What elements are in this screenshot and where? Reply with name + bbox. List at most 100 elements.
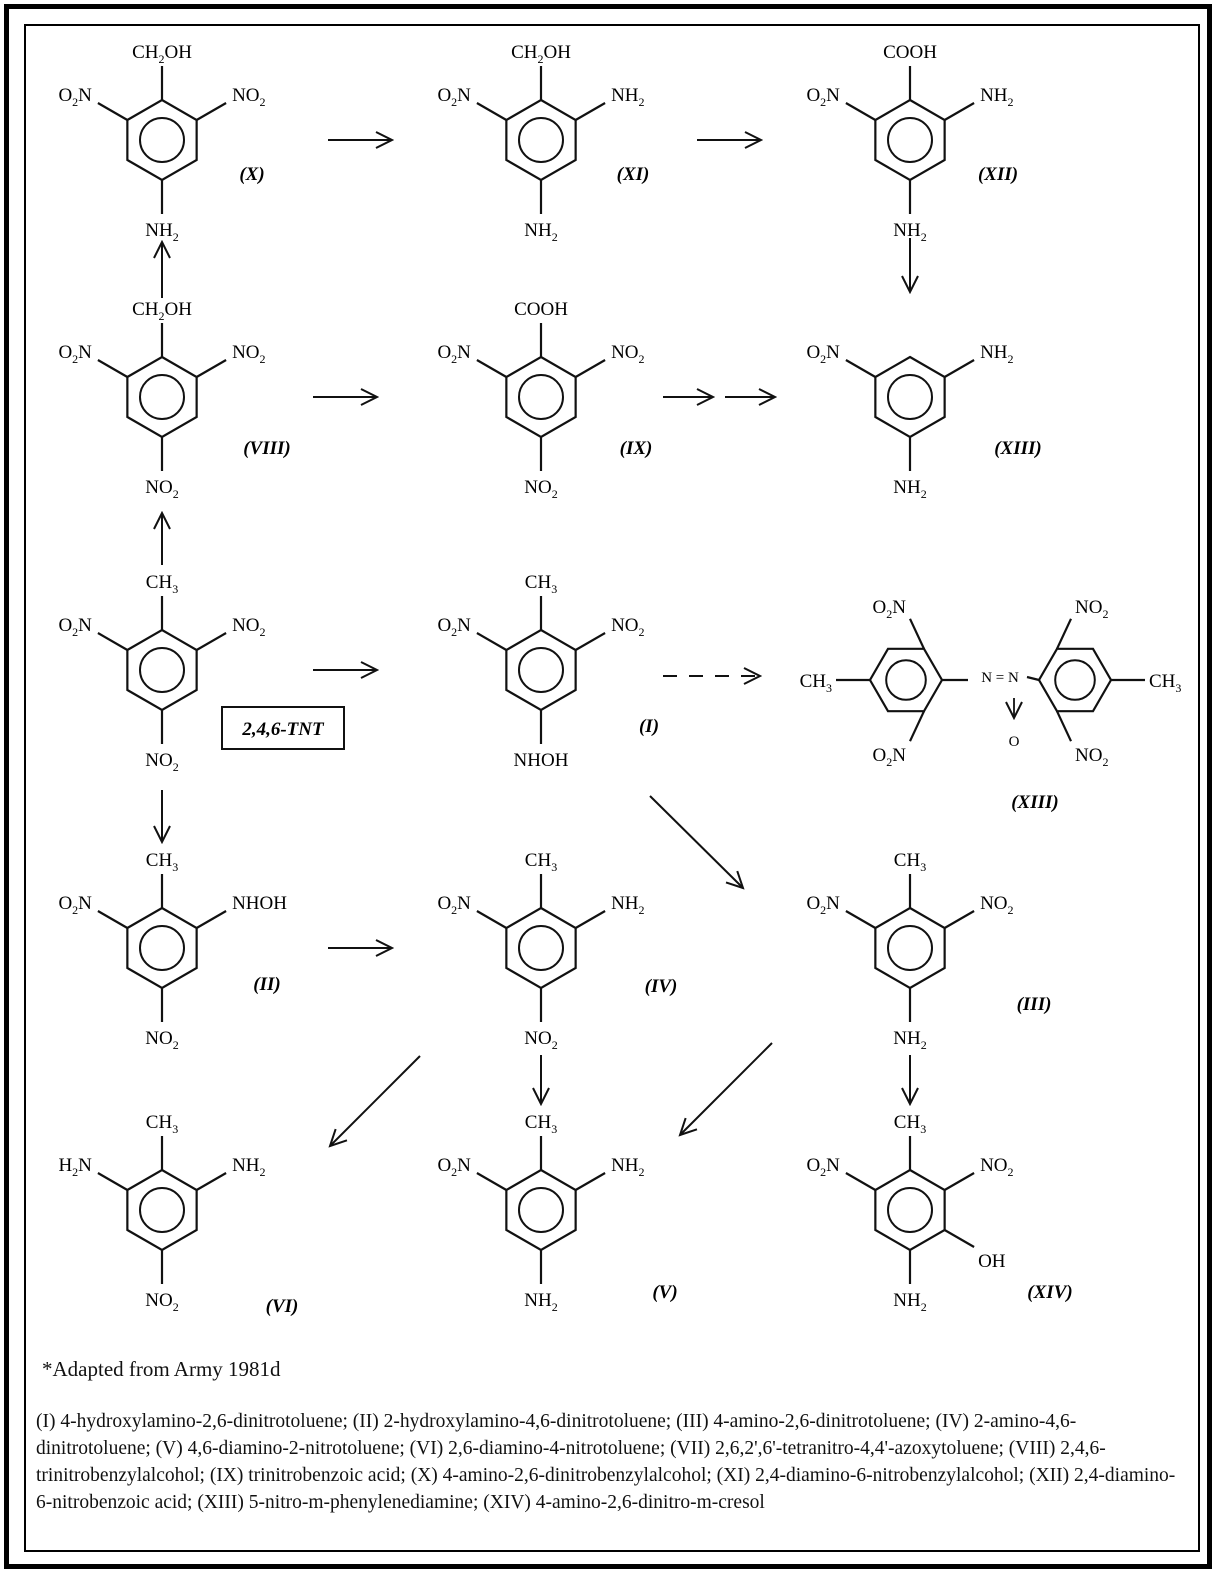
benzene-ring	[126, 355, 198, 439]
bond	[845, 1172, 876, 1191]
substituent-left: O2​N	[437, 1155, 471, 1179]
substituent-left: O2​N	[437, 342, 471, 366]
tnt-box: 2,4,6-TNT	[221, 706, 345, 750]
azoxy-left-top: O2​N	[873, 597, 907, 621]
aromatic-circle	[139, 925, 185, 971]
bond	[575, 1172, 606, 1191]
benzene-ring	[126, 1168, 198, 1252]
benzene-ring	[126, 628, 198, 712]
benzene-ring	[505, 906, 577, 990]
azoxy-right-top: NO2​	[1075, 597, 1108, 621]
substituent-right: NH2​	[980, 85, 1013, 109]
substituent-bottom: NO2​	[145, 477, 178, 501]
substituent-right: NO2​	[611, 615, 644, 639]
substituent-bottom: NO2​	[145, 1290, 178, 1314]
substituent-top: COOH	[514, 299, 568, 320]
benzene-ring	[126, 98, 198, 182]
substituent-left: O2​N	[58, 893, 92, 917]
bond	[196, 632, 227, 651]
footnote: *Adapted from Army 1981d	[42, 1357, 281, 1381]
substituent-top: CH3​	[146, 1112, 178, 1136]
substituent-top: CH3​	[146, 850, 178, 874]
bond	[476, 632, 507, 651]
aromatic-circle	[518, 647, 564, 693]
bond	[944, 910, 975, 929]
substituent-bottom: NH2​	[145, 220, 178, 244]
aromatic-circle	[887, 117, 933, 163]
compound-label: (XIV)	[1027, 1282, 1072, 1303]
substituent-top: CH2​OH	[132, 42, 192, 66]
substituent-left: O2​N	[437, 615, 471, 639]
arrow-i-to-iii	[649, 795, 743, 888]
bond	[1026, 675, 1040, 682]
substituent-right: NO2​	[232, 85, 265, 109]
substituent-right: NH2​	[611, 1155, 644, 1179]
bond	[1056, 710, 1072, 742]
n-oxide-oxygen: O	[1009, 734, 1020, 750]
compound-label: (XI)	[617, 164, 650, 185]
aromatic-circle	[885, 659, 927, 701]
aromatic-circle	[1054, 659, 1096, 701]
substituent-right: NO2​	[232, 615, 265, 639]
bond	[97, 102, 128, 121]
bond	[476, 359, 507, 378]
bond	[476, 1172, 507, 1191]
substituent-top: CH2​OH	[511, 42, 571, 66]
substituent-bottom: NHOH	[514, 750, 569, 771]
compound-label: (XIII)	[1011, 792, 1059, 813]
substituent-right: NH2​	[980, 342, 1013, 366]
substituent-bottom: NH2​	[524, 220, 557, 244]
bond	[1056, 618, 1072, 650]
substituent-top: CH3​	[525, 850, 557, 874]
substituent-top: CH2​OH	[132, 299, 192, 323]
substituent-bottom: NO2​	[524, 1028, 557, 1052]
substituent-left: O2​N	[58, 85, 92, 109]
bond	[575, 632, 606, 651]
aromatic-circle	[887, 1187, 933, 1233]
substituent-left: O2​N	[806, 342, 840, 366]
substituent-top: CH3​	[894, 1112, 926, 1136]
substituent-left: O2​N	[806, 1155, 840, 1179]
bond	[196, 359, 227, 378]
substituent-left: O2​N	[806, 85, 840, 109]
compound-label: (V)	[652, 1282, 677, 1303]
substituent-left: O2​N	[806, 893, 840, 917]
substituent-right: NO2​	[980, 893, 1013, 917]
substituent-bottom: NO2​	[145, 750, 178, 774]
substituent-right: NH2​	[611, 893, 644, 917]
benzene-ring	[505, 98, 577, 182]
bond	[196, 910, 227, 929]
bond	[944, 102, 975, 121]
substituent-top: CH3​	[146, 572, 178, 596]
benzene-ring	[868, 647, 944, 713]
substituent-bottom: NH2​	[524, 1290, 557, 1314]
azoxy-left-methyl: CH3​	[800, 671, 832, 695]
compound-label: (I)	[639, 716, 659, 737]
benzene-ring	[874, 355, 946, 439]
substituent-bottom: NH2​	[893, 1028, 926, 1052]
compound-label: (IX)	[620, 438, 653, 459]
bond	[476, 102, 507, 121]
bond	[575, 359, 606, 378]
substituent-top: CH3​	[525, 1112, 557, 1136]
compound-label: (VI)	[266, 1296, 299, 1317]
bond	[196, 1172, 227, 1191]
bond	[845, 359, 876, 378]
substituent-right: NHOH	[232, 893, 287, 914]
benzene-ring	[874, 98, 946, 182]
bond	[944, 1172, 975, 1191]
substituent-right-lower: OH	[978, 1251, 1006, 1272]
bond	[944, 359, 975, 378]
aromatic-circle	[139, 374, 185, 420]
bond	[196, 102, 227, 121]
bond	[845, 102, 876, 121]
substituent-bottom: NO2​	[145, 1028, 178, 1052]
